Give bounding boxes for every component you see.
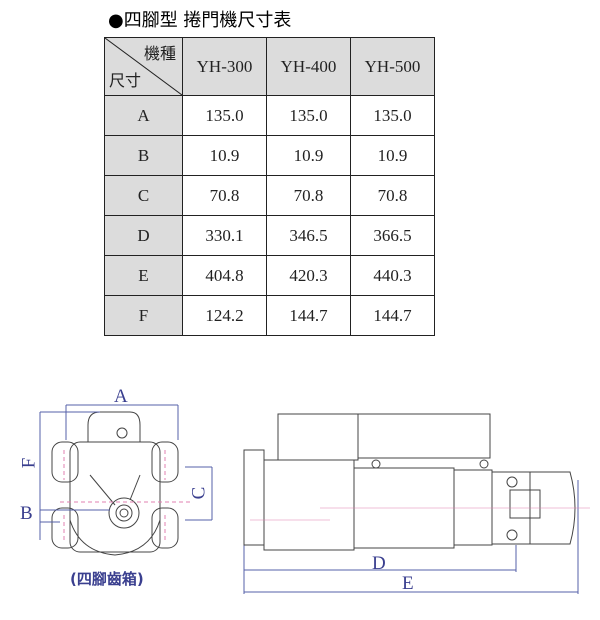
cell: 70.8 (350, 175, 435, 216)
page-title: ●四腳型 捲門機尺寸表 (108, 10, 292, 31)
model-col: YH-500 (350, 37, 435, 96)
cell: 10.9 (182, 135, 267, 176)
dim-label: A (104, 95, 183, 136)
dim-label: B (104, 135, 183, 176)
dim-label-a: A (114, 386, 128, 407)
model-header: 機種 (143, 44, 176, 63)
cell: 135.0 (182, 95, 267, 136)
dim-label: C (104, 175, 183, 216)
model-col: YH-400 (266, 37, 351, 96)
cell: 330.1 (182, 215, 267, 256)
cell: 10.9 (266, 135, 351, 176)
cell: 440.3 (350, 255, 435, 296)
cell: 366.5 (350, 215, 435, 256)
cell: 135.0 (266, 95, 351, 136)
cell: 346.5 (266, 215, 351, 256)
cell: 135.0 (350, 95, 435, 136)
cell: 70.8 (266, 175, 351, 216)
dim-label-f: F (18, 457, 40, 469)
cell: 144.7 (350, 295, 435, 336)
dim-label: F (104, 295, 183, 336)
motor-drawing (39, 404, 590, 594)
dim-label-b: B (20, 503, 33, 524)
dim-label: E (104, 255, 183, 296)
drawing-caption: (四腳齒箱) (70, 570, 144, 588)
model-col: YH-300 (182, 37, 267, 96)
motor-side-view (243, 413, 576, 551)
cell: 10.9 (350, 135, 435, 176)
dim-label: D (104, 215, 183, 256)
dim-label-d: D (372, 553, 386, 574)
dim-label-e: E (402, 573, 414, 594)
cell: 70.8 (182, 175, 267, 216)
corner-header: 機種 尺寸 (104, 37, 183, 96)
dim-label-c: C (188, 486, 210, 500)
cell: 420.3 (266, 255, 351, 296)
dimension-header: 尺寸 (109, 71, 142, 90)
cell: 404.8 (182, 255, 267, 296)
gearbox-front-view (51, 411, 179, 556)
cell: 144.7 (266, 295, 351, 336)
cell: 124.2 (182, 295, 267, 336)
